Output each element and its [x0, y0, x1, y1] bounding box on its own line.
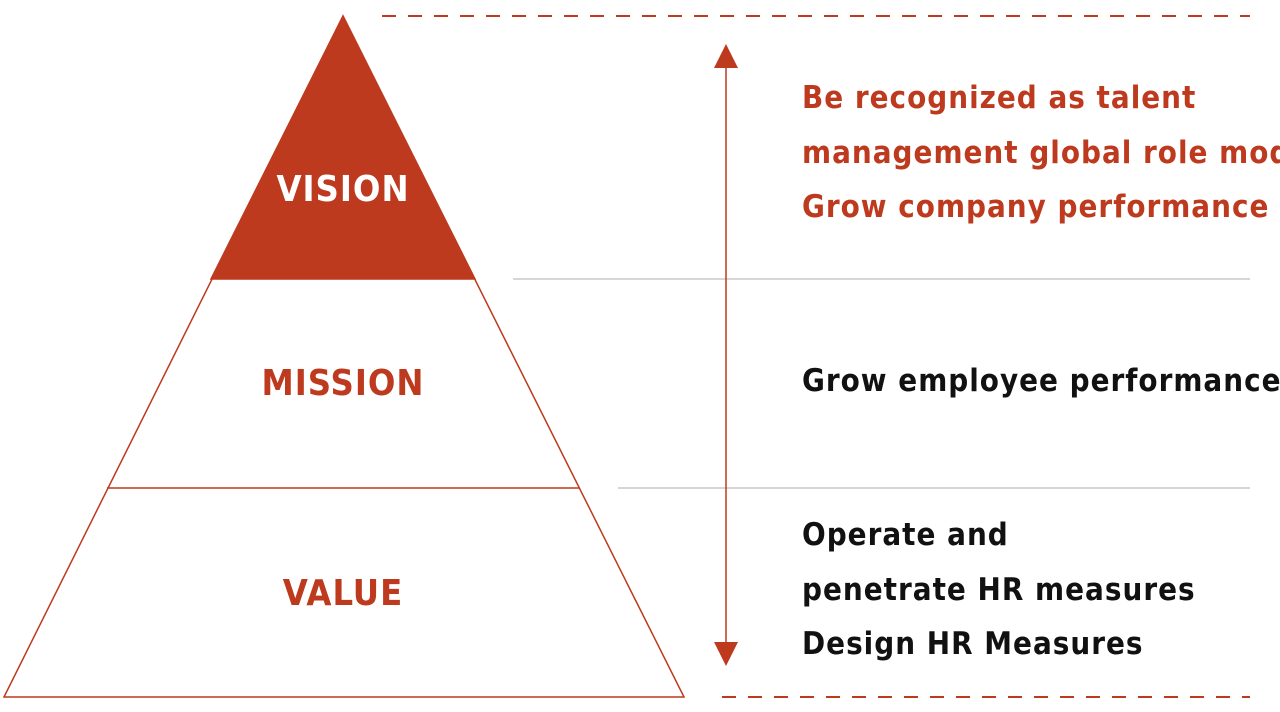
vision-tier-shape	[209, 14, 477, 280]
value-description-line: Operate and	[802, 517, 1009, 553]
vision-description: Be recognized as talent management globa…	[802, 71, 1280, 235]
value-description-line: penetrate HR measures	[802, 571, 1196, 608]
arrow-up-head	[714, 44, 738, 68]
mission-description-line: Grow employee performance	[802, 363, 1280, 399]
vision-label: VISION	[276, 169, 410, 210]
pyramid-outline	[2, 14, 686, 698]
arrow-down-head	[714, 642, 738, 666]
vision-description-line: Be recognized as talent	[802, 80, 1197, 116]
mission-description: Grow employee performance	[802, 354, 1280, 409]
vision-description-line: management global role model	[802, 134, 1280, 171]
vision-description-line: Grow company performance	[802, 189, 1270, 225]
value-description: Operate and penetrate HR measures Design…	[802, 508, 1196, 672]
mission-label: MISSION	[261, 363, 425, 404]
value-label: VALUE	[282, 573, 404, 614]
value-description-line: Design HR Measures	[802, 626, 1144, 662]
